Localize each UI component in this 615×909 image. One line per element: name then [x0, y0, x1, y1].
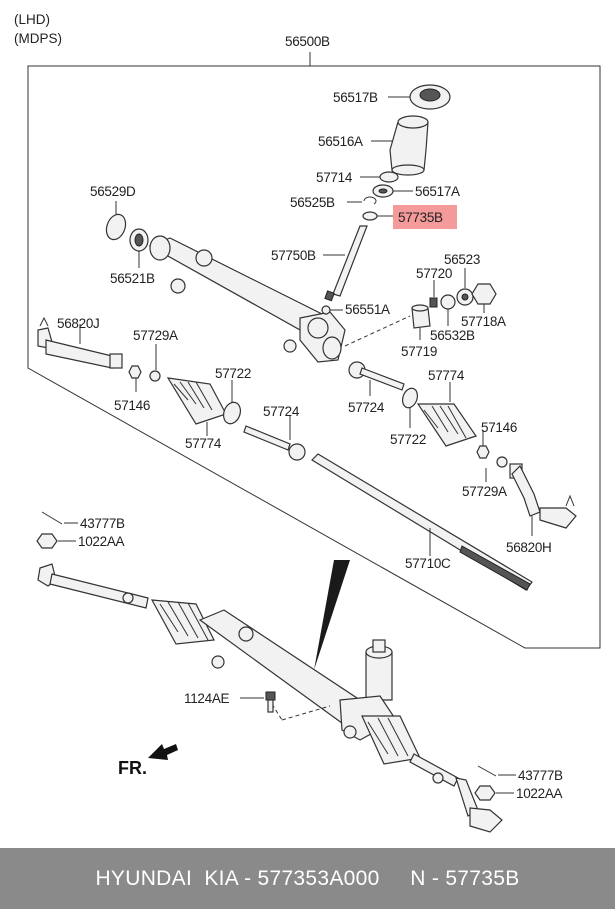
header-lhd: (LHD) — [14, 12, 50, 27]
label-57146-right: 57146 — [481, 420, 517, 435]
label-43777B-top: 43777B — [80, 516, 125, 531]
label-57710C: 57710C — [405, 556, 451, 571]
label-57774-left: 57774 — [185, 436, 222, 451]
tie-rod-end-56820J — [37, 316, 123, 369]
label-56820H: 56820H — [506, 540, 552, 555]
footer-bar: HYUNDAI KIA - 577353A000 N - 57735B — [0, 848, 615, 909]
oil-seal-57735B — [362, 211, 378, 221]
label-56517A: 56517A — [415, 184, 460, 199]
label-56517B: 56517B — [333, 90, 378, 105]
label-57750B: 57750B — [271, 248, 316, 263]
label-1124AE: 1124AE — [184, 691, 230, 706]
cotter-pin-43777B-top — [41, 511, 63, 525]
label-56529D: 56529D — [90, 184, 136, 199]
plug-57718A — [471, 283, 497, 305]
inner-tie-rod-57724-left — [243, 425, 306, 461]
nut-1022AA-top — [36, 533, 58, 549]
bearing-56517B — [409, 84, 451, 110]
label-57735B: 57735B — [398, 210, 443, 225]
label-57146-left: 57146 — [114, 398, 150, 413]
label-1022AA-bottom: 1022AA — [516, 786, 563, 801]
label-57722-left: 57722 — [215, 366, 251, 381]
label-43777B-bottom: 43777B — [518, 768, 563, 783]
cotter-pin-43777B-bottom — [477, 765, 497, 777]
tie-rod-end-56820H — [509, 463, 577, 529]
label-56516A: 56516A — [318, 134, 363, 149]
inner-tie-rod-57724-right — [348, 361, 405, 391]
label-56820J: 56820J — [57, 316, 100, 331]
rack-57710C — [311, 453, 533, 591]
label-57774-right: 57774 — [428, 368, 465, 383]
label-57729A-left: 57729A — [133, 328, 178, 343]
nut-1022AA-bottom — [474, 785, 496, 801]
label-57724-left: 57724 — [263, 404, 300, 419]
footer-part-number: HYUNDAI KIA - 577353A000 N - 57735B — [95, 866, 520, 890]
label-57718A: 57718A — [461, 314, 506, 329]
rack-housing-top — [148, 235, 346, 363]
label-57720: 57720 — [416, 266, 452, 281]
label-57724-right: 57724 — [348, 400, 385, 415]
clip-57729A-right — [496, 456, 508, 468]
bushing-56521B — [129, 228, 149, 252]
front-indicator: FR. — [118, 758, 147, 778]
parts-diagram: (LHD) (MDPS) 56500B 56517B 56516A 57714 … — [14, 12, 601, 833]
header-mdps: (MDPS) — [14, 31, 62, 46]
boot-57774-right — [416, 403, 477, 447]
nut-57146-right — [476, 445, 490, 459]
bolt-1124AE — [265, 691, 276, 713]
seal-57714 — [379, 171, 399, 183]
label-57722-right: 57722 — [390, 432, 426, 447]
band-57722-right — [401, 387, 419, 409]
view-arrow — [314, 560, 350, 670]
assembled-gear-lower — [37, 563, 503, 833]
pinion-57750B — [324, 225, 368, 302]
label-57719: 57719 — [401, 344, 437, 359]
label-56525B: 56525B — [290, 195, 335, 210]
spring-57720 — [429, 297, 438, 308]
highlight-57735B — [393, 205, 457, 229]
label-56532B: 56532B — [430, 328, 475, 343]
label-57714: 57714 — [316, 170, 353, 185]
snap-ring-56525B — [363, 196, 377, 205]
label-1022AA-top: 1022AA — [78, 534, 125, 549]
yoke-56523 — [440, 288, 474, 310]
label-56521B: 56521B — [110, 271, 155, 286]
front-arrow-icon — [148, 744, 178, 760]
assembly-outline — [27, 65, 601, 649]
label-56551A: 56551A — [345, 302, 390, 317]
support-yoke-57719 — [411, 304, 431, 329]
label-56500B: 56500B — [285, 34, 330, 49]
housing-56516A — [389, 115, 429, 176]
bearing-56517A — [372, 184, 394, 198]
label-56523: 56523 — [444, 252, 480, 267]
band-57722-left — [222, 401, 242, 425]
boot-57774-left — [166, 377, 227, 425]
clip-57729A-left — [149, 370, 161, 382]
nut-57146-left — [128, 365, 142, 379]
seal-56529D — [105, 213, 127, 241]
label-57729A-right: 57729A — [462, 484, 507, 499]
bolt-56551A — [321, 305, 331, 315]
